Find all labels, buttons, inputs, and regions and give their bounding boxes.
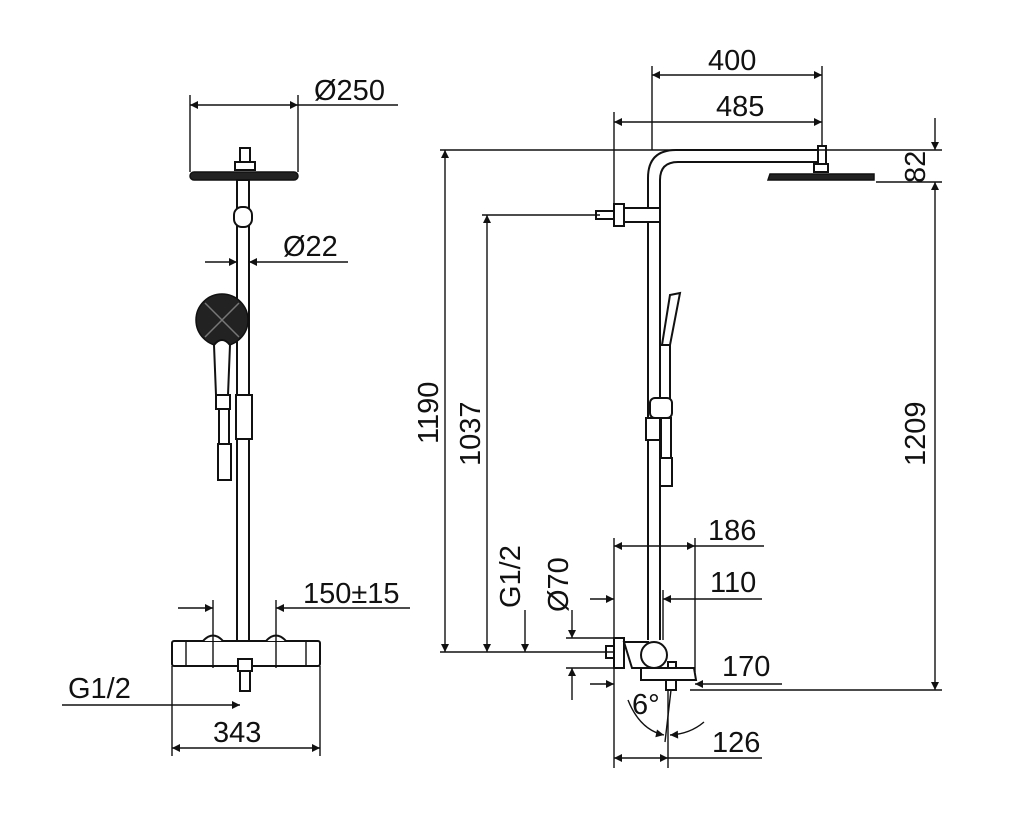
label-pipe-diameter: Ø22 [283,231,338,263]
label-1037: 1037 [455,401,487,466]
dim-head-diameter: Ø250 [189,75,398,172]
front-view: Ø250 Ø22 150±15 G1/2 343 [62,75,410,756]
label-170: 170 [722,651,770,683]
dim-spout-angle: 6° [627,689,705,743]
label-1209: 1209 [900,401,932,466]
label-485: 485 [716,91,764,123]
dim-82: 82 [440,118,942,183]
label-rosette-diameter: Ø70 [543,557,575,612]
hand-shower [195,293,253,481]
dim-1209: 1209 [690,182,942,691]
label-186: 186 [708,515,756,547]
dim-186: 186 [613,515,764,768]
dim-rosette-diameter: Ø70 [543,557,614,700]
dim-inlet-thread-front: G1/2 [62,673,240,709]
dim-inlet-distance: 150±15 [178,578,410,668]
label-inlet-thread-side: G1/2 [495,545,527,608]
dim-inlet-thread-side: G1/2 [495,545,529,652]
rain-shower-head [189,147,299,181]
dim-110: 110 [590,567,762,640]
side-view: 400 485 82 1209 1190 1037 [413,45,942,768]
label-1190: 1190 [413,382,445,444]
label-inlet-thread-front: G1/2 [68,673,131,705]
dim-mixer-width: 343 [171,666,321,756]
dim-170: 170 [590,651,782,688]
dim-485: 485 [613,91,822,215]
dim-1037: 1037 [455,214,600,652]
label-126: 126 [712,727,760,759]
label-110: 110 [710,567,756,599]
label-spout-angle: 6° [632,689,660,721]
dim-1190: 1190 [413,150,614,653]
dim-400: 400 [651,45,823,150]
label-inlet-distance: 150±15 [303,578,400,610]
thermostat-mixer [171,634,321,692]
hand-shower-side [645,291,682,487]
label-mixer-width: 343 [213,717,261,749]
label-400: 400 [708,45,756,77]
dim-pipe-diameter: Ø22 [205,231,348,266]
wall-bracket [595,203,661,227]
label-head-diameter: Ø250 [314,75,385,107]
shower-arm [647,145,875,640]
thermostat-side [605,637,698,691]
dim-126: 126 [614,690,762,768]
label-82: 82 [900,151,932,183]
